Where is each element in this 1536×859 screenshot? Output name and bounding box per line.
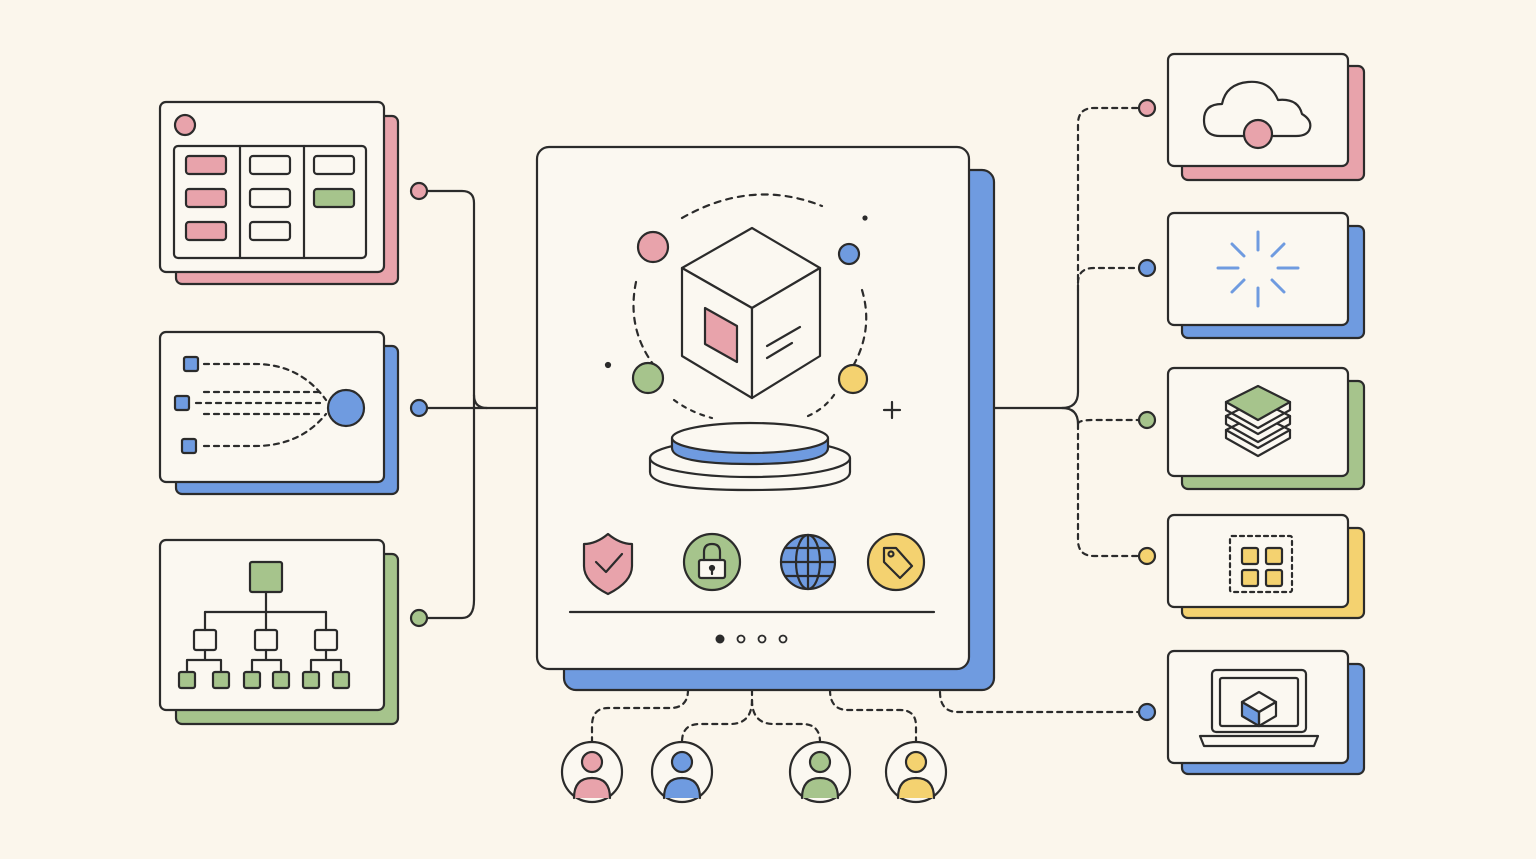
kanban-status-dot	[173, 113, 197, 137]
grid-apps-panel[interactable]	[1137, 513, 1366, 620]
padlock-icon	[682, 532, 742, 592]
spark-panel[interactable]	[1137, 211, 1366, 340]
laptop-connector-node	[1137, 702, 1157, 722]
spark-burst-icon	[1216, 230, 1300, 308]
right-connectors	[938, 106, 1140, 714]
user-avatar-yellow[interactable]	[884, 740, 948, 804]
left-connectors	[426, 189, 539, 620]
stacked-layers-icon	[1224, 384, 1292, 458]
user-icon	[572, 750, 612, 800]
hierarchy-tree-icon	[177, 560, 351, 690]
spark-connector-node	[1137, 258, 1157, 278]
user-avatar-blue[interactable]	[650, 740, 714, 804]
layers-panel[interactable]	[1137, 366, 1366, 491]
hierarchy-connector-node	[409, 608, 429, 628]
kanban-board-panel[interactable]	[158, 100, 429, 286]
grid-apps-connector-node	[1137, 546, 1157, 566]
org-hierarchy-panel[interactable]	[158, 538, 429, 726]
pagination-dots[interactable]	[715, 634, 788, 644]
layers-connector-node	[1137, 410, 1157, 430]
globe-icon	[779, 533, 837, 591]
feature-icons-row	[582, 532, 926, 596]
price-tag-icon	[866, 532, 926, 592]
user-connectors	[590, 688, 918, 744]
pagination-dot-active[interactable]	[715, 634, 725, 644]
kanban-board-icon	[172, 144, 368, 260]
user-icon	[800, 750, 840, 800]
laptop-panel[interactable]	[1137, 649, 1366, 776]
user-icon	[896, 750, 936, 800]
laptop-cube-icon	[1198, 668, 1320, 748]
user-avatar-pink[interactable]	[560, 740, 624, 804]
kanban-connector-node	[409, 181, 429, 201]
converging-flow-icon	[173, 355, 366, 455]
cloud-icon	[1202, 80, 1312, 150]
user-icon	[662, 750, 702, 800]
cloud-panel[interactable]	[1137, 52, 1366, 182]
cloud-connector-node	[1137, 98, 1157, 118]
pagination-dot[interactable]	[736, 634, 746, 644]
data-flow-panel[interactable]	[158, 330, 429, 496]
app-grid-icon	[1228, 534, 1294, 594]
pagination-dot[interactable]	[757, 634, 767, 644]
pagination-dot[interactable]	[778, 634, 788, 644]
cube-on-pedestal-icon	[604, 193, 902, 492]
central-product-card[interactable]	[535, 145, 996, 692]
user-avatar-green[interactable]	[788, 740, 852, 804]
shield-check-icon	[582, 532, 634, 596]
data-flow-connector-node	[409, 398, 429, 418]
